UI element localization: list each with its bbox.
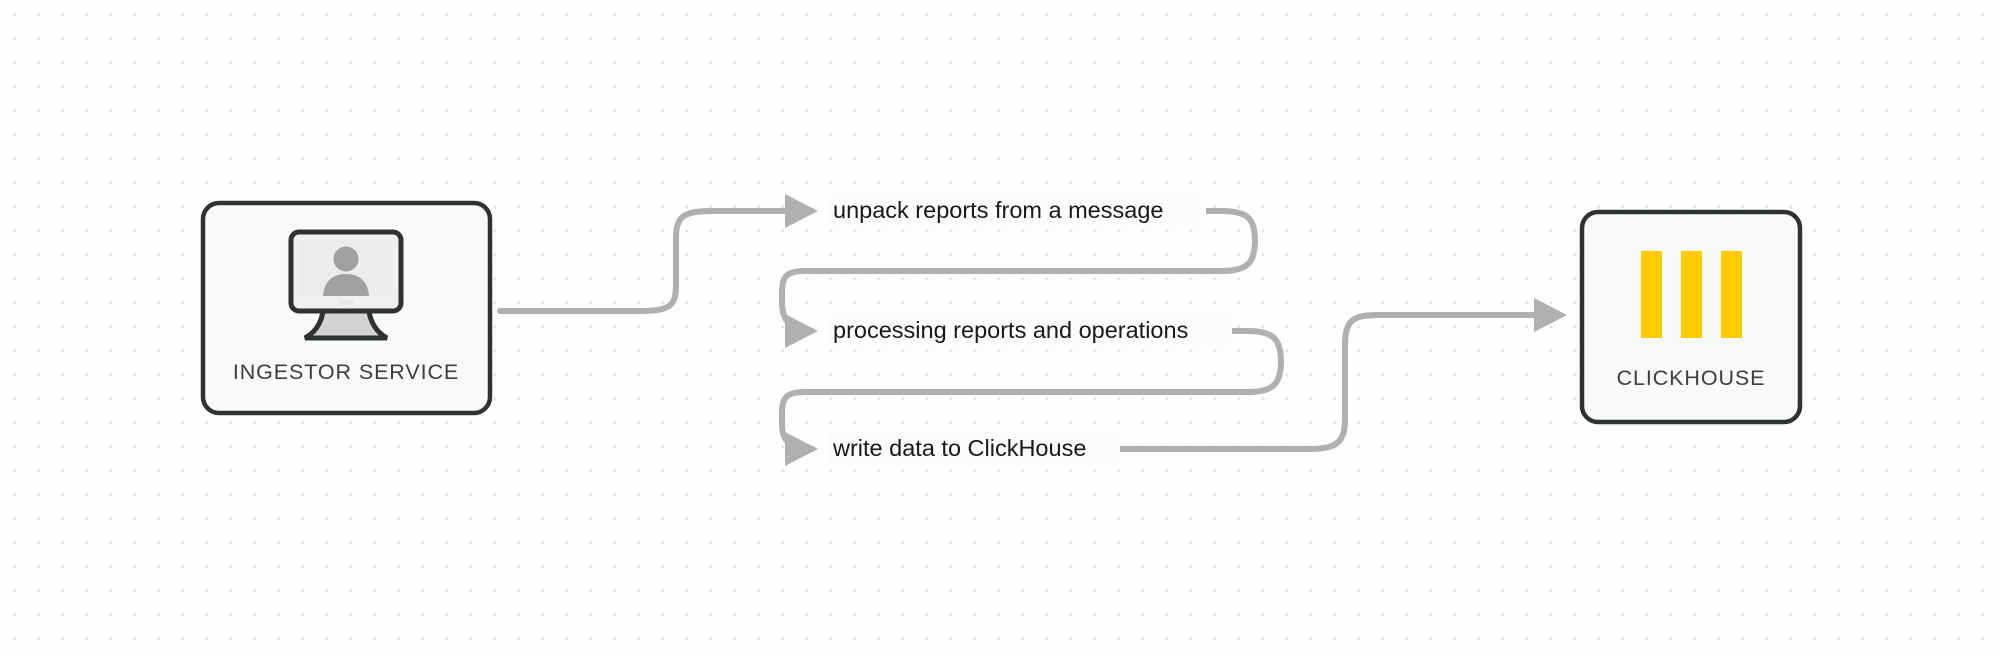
edge-label-3: write data to ClickHouse [832, 435, 1086, 461]
edge-label-2: processing reports and operations [833, 317, 1188, 343]
clickhouse-bar-3-icon [1721, 251, 1742, 338]
ingestor-service-caption: INGESTOR SERVICE [233, 360, 459, 384]
clickhouse-bars-icon [1641, 251, 1742, 338]
clickhouse-bar-1-icon [1641, 251, 1662, 338]
edge-step1-uturn [779, 208, 1258, 334]
edge-step3-to-clickhouse [1111, 312, 1548, 452]
edge-label-1-backdrop [828, 193, 1206, 229]
clickhouse-bar-2-icon [1681, 251, 1702, 338]
monitor-user-icon [288, 229, 404, 341]
node-clickhouse[interactable]: CLICKHOUSE [1579, 209, 1803, 425]
edge-group [497, 194, 1567, 466]
monitor-indicator-icon [338, 300, 354, 305]
arrowhead-step3 [785, 432, 818, 466]
edge-step2-uturn [779, 328, 1284, 452]
arrowhead-step2 [785, 314, 818, 348]
edge-label-1: unpack reports from a message [833, 197, 1163, 223]
arrowhead-step1 [785, 194, 818, 228]
arrowhead-clickhouse [1534, 298, 1567, 332]
edge-label-2-backdrop [828, 313, 1232, 349]
user-head-icon [333, 246, 359, 272]
edge-label-group: unpack reports from a message processing… [828, 193, 1232, 467]
user-body-icon [323, 274, 369, 296]
edge-service-to-step1 [497, 208, 815, 314]
edge-label-3-backdrop [828, 431, 1120, 467]
node-ingestor-service[interactable]: INGESTOR SERVICE [200, 200, 493, 416]
clickhouse-caption: CLICKHOUSE [1617, 366, 1766, 390]
